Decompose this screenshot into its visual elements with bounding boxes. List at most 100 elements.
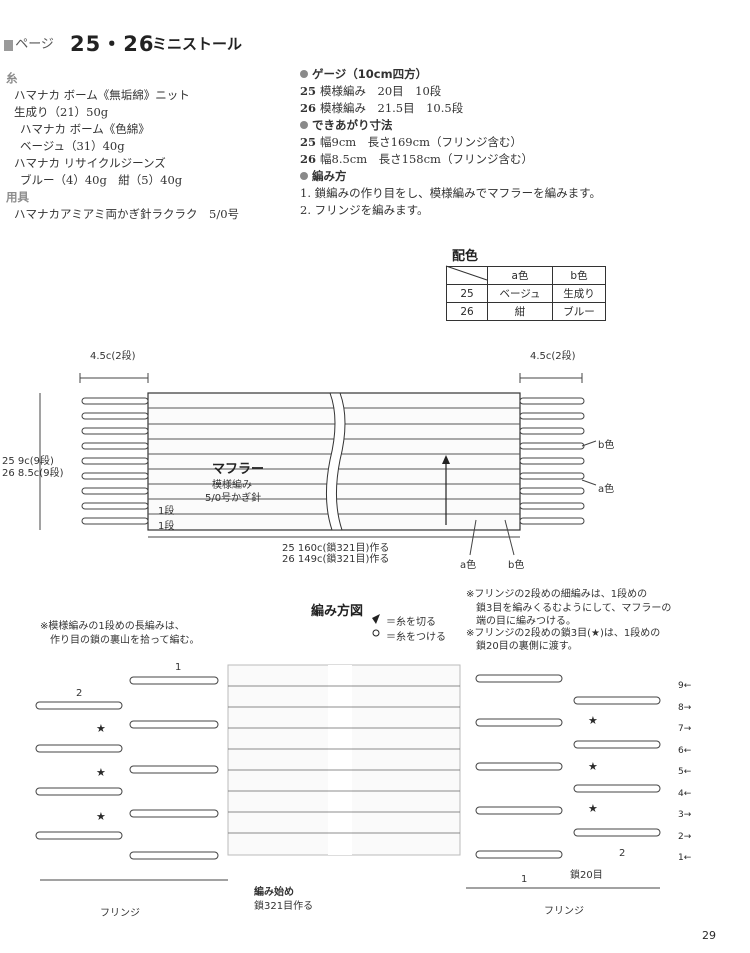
fringe-strand bbox=[81, 397, 149, 405]
star-icon: ★ bbox=[588, 714, 598, 727]
star-icon: ★ bbox=[588, 802, 598, 815]
chart-right-fringe bbox=[475, 674, 661, 859]
color-table: a色 b色 25 ベージュ 生成り 26 紺 ブルー bbox=[446, 266, 606, 321]
fringe-loop bbox=[573, 828, 661, 837]
fringe-loop bbox=[129, 851, 219, 860]
height-label-26: 26 8.5c(9段) bbox=[2, 468, 64, 479]
star-icon: ★ bbox=[96, 766, 106, 779]
legend-join: ＝糸をつける bbox=[386, 632, 446, 643]
gauge-text: 模様編み 20目 10段 bbox=[320, 84, 442, 98]
fringe-loop bbox=[475, 762, 563, 771]
fringe-loop bbox=[129, 765, 219, 774]
right-fringe bbox=[519, 397, 585, 525]
materials-line: ハマナカ リサイクルジーンズ bbox=[14, 156, 166, 170]
color-table-num: 25 bbox=[446, 284, 488, 303]
star-icon: ★ bbox=[96, 810, 106, 823]
page-title-numbers: 25・26 bbox=[70, 32, 155, 56]
note-right-3: 端の目に編みつける。 bbox=[476, 616, 576, 627]
a-color-label: a色 bbox=[460, 560, 477, 571]
right-width-label: 4.5c(2段) bbox=[530, 351, 576, 362]
gauge-text: 模様編み 21.5目 10.5段 bbox=[320, 101, 464, 115]
length-25-label: 25 160c(鎖321目)作る bbox=[282, 543, 390, 554]
arrow-2-left: 2 bbox=[76, 688, 83, 699]
start-label: 編み始め bbox=[254, 887, 294, 898]
color-table-title: 配色 bbox=[452, 249, 479, 264]
fringe-loop bbox=[573, 784, 661, 793]
size-text: 幅9cm 長さ169cm（フリンジ含む） bbox=[320, 135, 522, 149]
fringe-strand bbox=[519, 442, 585, 450]
fringe-loop bbox=[475, 850, 563, 859]
row-1-label: 1段 bbox=[158, 506, 175, 517]
a-color-leader bbox=[469, 519, 477, 556]
note-left-1: ※模様編みの1段めの長編みは、 bbox=[40, 621, 185, 632]
chart-title: 編み方図 bbox=[311, 604, 364, 619]
gauge-heading-text: ゲージ（10cm四方） bbox=[312, 67, 428, 81]
note-right-2: 鎖3目を編みくるむようにして、マフラーの bbox=[476, 603, 672, 614]
materials-heading: 糸 bbox=[6, 71, 18, 85]
color-table-col-a: a色 bbox=[487, 266, 553, 285]
fringe-strand bbox=[81, 472, 149, 480]
fringe-loop bbox=[35, 744, 123, 753]
fringe-strand bbox=[519, 397, 585, 405]
method-step: 1. 鎖編みの作り目をし、模様編みでマフラーを編みます。 bbox=[300, 186, 601, 200]
row-number: 5← bbox=[678, 767, 692, 777]
page-ref: ページ bbox=[4, 33, 54, 52]
materials-line: ハマナカ ボーム《無垢綿》ニット bbox=[14, 88, 190, 102]
b-color-label: b色 bbox=[508, 560, 525, 571]
fringe-loop bbox=[573, 740, 661, 749]
fringe-strand bbox=[519, 502, 585, 510]
fringe-loop bbox=[129, 676, 219, 685]
color-table-b: 生成り bbox=[552, 284, 606, 303]
arrow-1-left: 1 bbox=[175, 662, 182, 673]
note-right-1: ※フリンジの2段めの細編みは、1段めの bbox=[466, 589, 648, 600]
materials-line: ブルー（4）40g 紺（5）40g bbox=[20, 173, 183, 187]
note-left-2: 作り目の鎖の裏山を拾って編む。 bbox=[50, 635, 200, 646]
row-number: 6← bbox=[678, 745, 692, 756]
materials-block: 糸 ハマナカ ボーム《無垢綿》ニット 生成り（21）50g ハマナカ ボーム《色… bbox=[6, 70, 239, 223]
b-color-leader bbox=[504, 519, 515, 556]
materials-line: 生成り（21）50g bbox=[14, 105, 109, 119]
cut-yarn-icon bbox=[372, 614, 380, 624]
tools-line: ハマナカアミアミ両かぎ針ラクラク 5/0号 bbox=[14, 207, 240, 221]
chain-20-label: 鎖20目 bbox=[570, 870, 603, 881]
direction-arrowhead bbox=[442, 455, 450, 464]
row-number: 2→ bbox=[678, 831, 692, 842]
muffler-hook: 5/0号かぎ針 bbox=[205, 493, 262, 504]
fringe-strand bbox=[519, 412, 585, 420]
fringe-loop bbox=[475, 806, 563, 815]
a-color-right-leader bbox=[581, 479, 597, 486]
fringe-strand bbox=[519, 472, 585, 480]
chart-rows bbox=[228, 685, 460, 834]
b-color-right-label: b色 bbox=[598, 440, 615, 451]
fringe-strand bbox=[81, 442, 149, 450]
gauge-num: 25 bbox=[300, 84, 317, 98]
crochet-chart bbox=[35, 614, 661, 889]
size-text: 幅8.5cm 長さ158cm（フリンジ含む） bbox=[320, 152, 533, 166]
row-number: 4← bbox=[678, 788, 692, 799]
page-ref-tag bbox=[4, 40, 14, 51]
color-table-col-b: b色 bbox=[552, 266, 606, 285]
fringe-strand bbox=[81, 457, 149, 465]
star-icon: ★ bbox=[588, 760, 598, 773]
note-right-5: 鎖20目の裏側に渡す。 bbox=[476, 641, 578, 652]
bullet-icon bbox=[300, 172, 308, 180]
join-yarn-icon bbox=[372, 629, 380, 637]
fringe-strand bbox=[81, 502, 149, 510]
color-table-row: 25 ベージュ 生成り bbox=[446, 284, 606, 303]
size-num: 25 bbox=[300, 135, 317, 149]
tools-heading: 用具 bbox=[6, 190, 29, 204]
a-color-right-label: a色 bbox=[598, 484, 615, 495]
left-width-label: 4.5c(2段) bbox=[90, 351, 136, 362]
b-color-right-leader bbox=[581, 440, 597, 447]
fringe-loop bbox=[35, 787, 123, 796]
fringe-loop bbox=[35, 701, 123, 710]
fringe-strand bbox=[519, 427, 585, 435]
star-icon: ★ bbox=[96, 722, 106, 735]
fringe-strand bbox=[81, 427, 149, 435]
legend-cut: ＝糸を切る bbox=[386, 617, 436, 628]
bullet-icon bbox=[300, 70, 308, 78]
row-number: 9← bbox=[678, 681, 692, 691]
